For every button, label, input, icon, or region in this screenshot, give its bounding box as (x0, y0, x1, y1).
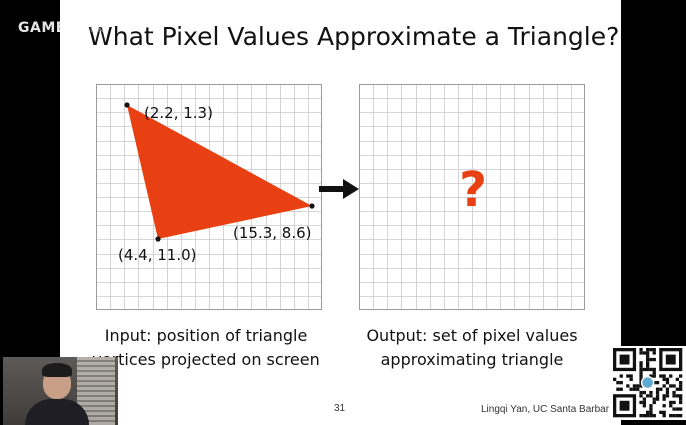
presenter-webcam (3, 357, 118, 425)
vertex-top-dot (124, 102, 130, 108)
output-grid: ? (359, 84, 585, 310)
output-grid-panel: ? (359, 84, 585, 310)
vertex-right-label: (15.3, 8.6) (233, 224, 312, 242)
page-number: 31 (334, 403, 346, 414)
output-caption-line1: Output: set of pixel values (366, 326, 578, 345)
output-caption: Output: set of pixel values approximatin… (352, 324, 592, 372)
vertex-bottom-label: (4.4, 11.0) (118, 246, 197, 264)
watermark-suffix: l k (65, 22, 105, 35)
triangle-shape (127, 105, 312, 239)
author-credit: Lingqi Yan, UC Santa Barbar (481, 404, 610, 415)
vertex-right-dot (309, 203, 315, 209)
input-caption-line1: Input: position of triangle (104, 326, 308, 345)
right-arrow-icon (319, 178, 359, 205)
watermark-brand: GAME (18, 20, 66, 36)
qr-code-icon (610, 346, 686, 420)
output-caption-line2: approximating triangle (380, 350, 564, 369)
slide: What Pixel Values Approximate a Triangle… (60, 0, 621, 425)
slide-title: What Pixel Values Approximate a Triangle… (88, 22, 620, 51)
vertex-bottom-dot (155, 236, 161, 242)
input-caption-line2: vertices projected on screen (92, 350, 320, 369)
vertex-top-label: (2.2, 1.3) (144, 104, 213, 122)
input-grid-panel: (2.2, 1.3) (15.3, 8.6) (4.4, 11.0) (96, 84, 322, 310)
input-grid: (2.2, 1.3) (15.3, 8.6) (4.4, 11.0) (96, 84, 322, 310)
input-caption: Input: position of triangle vertices pro… (86, 324, 326, 372)
channel-watermark: GAME l k (18, 20, 104, 36)
question-mark: ? (459, 162, 487, 218)
